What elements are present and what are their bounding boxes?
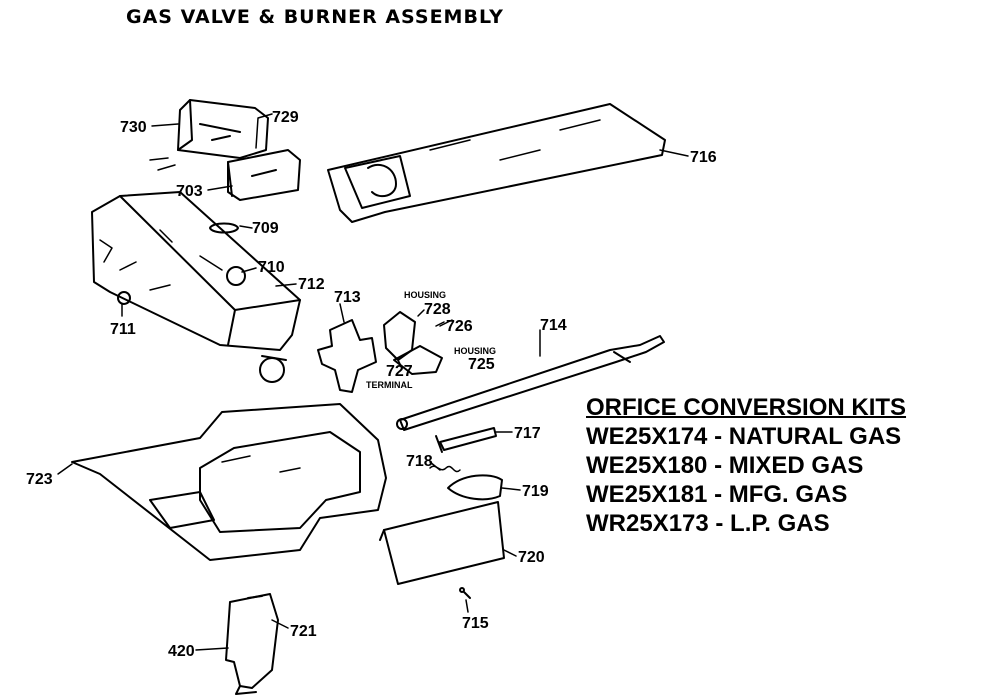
leader-lines	[57, 113, 689, 651]
callout-718: 718	[406, 453, 433, 470]
kit-item: WE25X181 - MFG. GAS	[586, 481, 848, 508]
callout-726: 726	[446, 318, 473, 335]
callout-710: 710	[258, 259, 285, 276]
diagram-title: GAS VALVE & BURNER ASSEMBLY	[126, 6, 504, 28]
label-housing-top: HOUSING	[404, 290, 446, 300]
callout-729: 729	[272, 109, 299, 126]
part-719-shield	[447, 474, 503, 501]
part-723-frame	[71, 403, 387, 561]
callout-709: 709	[252, 220, 279, 237]
callout-712: 712	[298, 276, 325, 293]
part-715-screw	[459, 587, 471, 599]
part-712-valve-housing	[91, 191, 301, 383]
part-703-switch	[227, 149, 301, 201]
part-720-plate	[379, 501, 505, 585]
part-labels: HOUSING HOUSING TERMINAL	[366, 290, 496, 390]
callout-711: 711	[110, 321, 136, 338]
part-718-spring	[429, 465, 461, 473]
label-terminal: TERMINAL	[366, 380, 413, 390]
callout-715: 715	[462, 615, 489, 632]
part-721-bracket	[225, 593, 279, 695]
label-housing-bottom: HOUSING	[454, 346, 496, 356]
kit-item: WE25X174 - NATURAL GAS	[586, 423, 902, 450]
part-730-bracket	[149, 99, 269, 171]
callout-719: 719	[522, 483, 549, 500]
callout-728: 728	[424, 301, 451, 318]
kit-item: WE25X180 - MIXED GAS	[586, 452, 864, 479]
callout-725: 725	[468, 356, 495, 373]
callout-721: 721	[290, 623, 317, 640]
part-714-pilot-tube	[396, 335, 665, 431]
callout-717: 717	[514, 425, 541, 442]
part-716-burner	[327, 103, 666, 223]
callout-716: 716	[690, 149, 717, 166]
part-713-bracket	[317, 319, 377, 393]
callout-714: 714	[540, 317, 567, 334]
kit-item: WR25X173 - L.P. GAS	[586, 510, 830, 537]
callout-723: 723	[26, 471, 53, 488]
callout-703: 703	[176, 183, 203, 200]
callout-727: 727	[386, 363, 413, 380]
callout-730: 730	[120, 119, 147, 136]
kits-heading: ORFICE CONVERSION KITS	[586, 394, 907, 421]
callout-420: 420	[168, 643, 195, 660]
callout-713: 713	[334, 289, 361, 306]
callout-720: 720	[518, 549, 545, 566]
callout-numbers: 730 729 703 709 710 712 711 716 713 728 …	[26, 109, 717, 660]
conversion-kits-block: ORFICE CONVERSION KITS WE25X174 - NATURA…	[586, 393, 906, 538]
part-717-electrode	[435, 427, 497, 453]
part-728-igniter-housing	[383, 311, 453, 375]
